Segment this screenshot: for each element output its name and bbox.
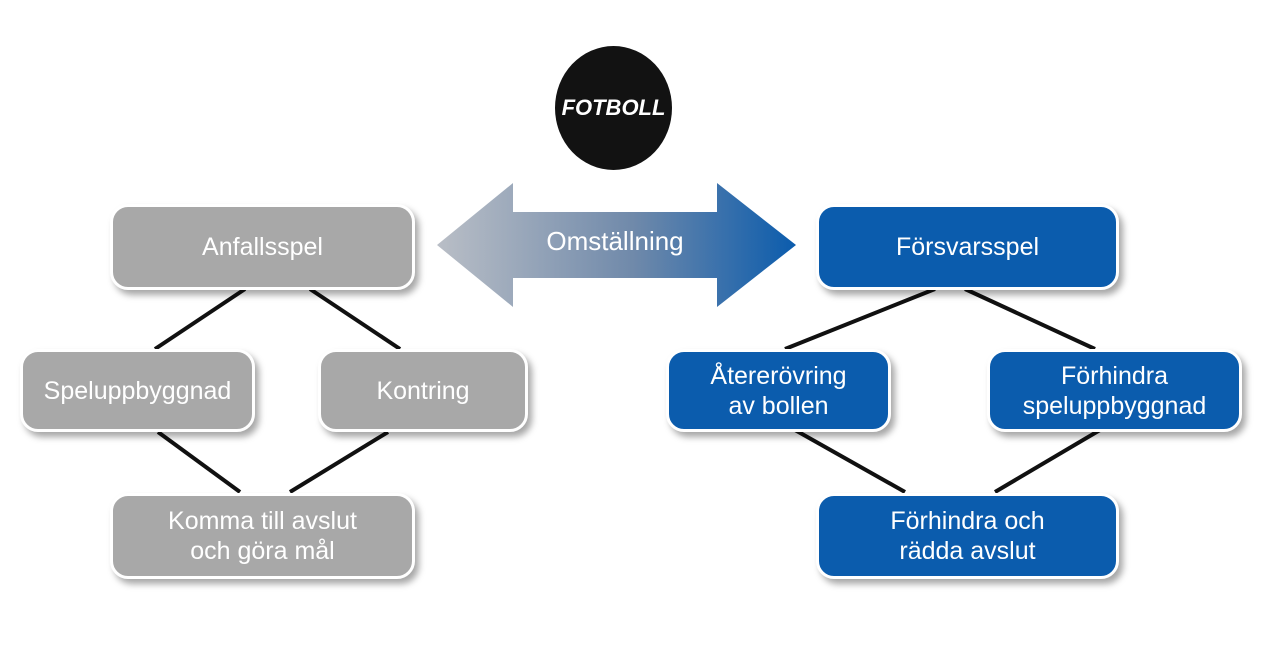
- defense-root-node: Försvarsspel: [816, 204, 1119, 290]
- defense-right-node: Förhindra speluppbyggnad: [987, 349, 1242, 432]
- connector-line: [993, 428, 1102, 494]
- attack-right-node: Kontring: [318, 349, 528, 432]
- attack-left-node: Speluppbyggnad: [20, 349, 255, 432]
- connector-line: [153, 287, 247, 351]
- connector-line: [308, 287, 402, 351]
- defense-bottom-node: Förhindra och rädda avslut: [816, 493, 1119, 579]
- connector-line: [794, 428, 906, 494]
- attack-root-node: Anfallsspel: [110, 204, 415, 290]
- logo-text: FOTBOLL: [561, 95, 666, 120]
- connector-line: [964, 287, 1096, 351]
- transition-label: Omställning: [546, 226, 684, 256]
- fotboll-logo: FOTBOLL: [555, 46, 672, 170]
- double-arrow-icon: [437, 183, 796, 307]
- connector-line: [784, 287, 936, 351]
- defense-left-node: Återerövring av bollen: [666, 349, 891, 432]
- attack-bottom-node: Komma till avslut och göra mål: [110, 493, 415, 579]
- connector-line: [288, 430, 390, 494]
- connector-line: [156, 430, 242, 494]
